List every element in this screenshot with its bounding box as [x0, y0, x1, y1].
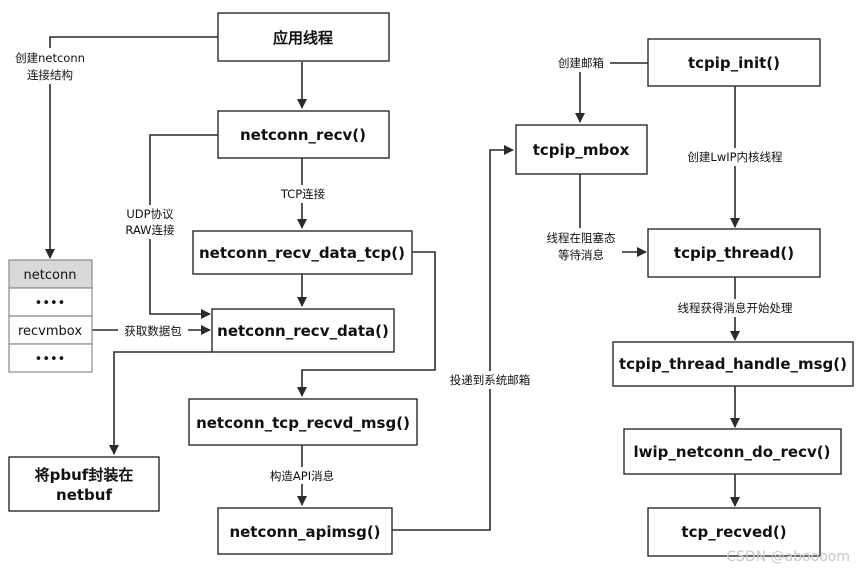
blocked-label-2: 等待消息 — [558, 248, 604, 262]
netconn-recv-text: netconn_recv() — [240, 126, 366, 144]
blocked-label-1: 线程在阻塞态 — [547, 231, 616, 245]
watermark: CSDN @aboooom — [726, 549, 850, 565]
create-mailbox-label-bg — [552, 54, 610, 72]
netconn-recv-box: netconn_recv() — [217, 110, 390, 159]
netconn-struct-header-text: netconn — [24, 268, 77, 283]
create-netconn-label-bg — [8, 48, 92, 84]
netconn-recv-data-box: netconn_recv_data() — [211, 308, 395, 353]
netconn-tcp-recvd-msg-text: netconn_tcp_recvd_msg() — [196, 414, 410, 432]
netconn-recv-data-tcp-text: netconn_recv_data_tcp() — [199, 244, 405, 262]
create-netconn-label-2: 连接结构 — [27, 68, 73, 82]
tcpip-thread-text: tcpip_thread() — [674, 244, 794, 262]
get-packet-label: 获取数据包 — [124, 324, 182, 338]
app-thread-text: 应用线程 — [273, 29, 333, 47]
create-kernel-thread-label-bg — [676, 148, 794, 166]
pbuf-to-netbuf-box: 将pbuf封装在 netbuf — [8, 456, 160, 512]
netconn-recv-data-tcp-box: netconn_recv_data_tcp() — [192, 230, 413, 275]
tcp-connection-label: TCP连接 — [280, 187, 326, 201]
pbuf-to-netbuf-text-2: netbuf — [56, 486, 112, 504]
get-packet-label-bg — [118, 322, 188, 339]
tcpip-thread-box: tcpip_thread() — [647, 228, 821, 278]
tcp-recved-text: tcp_recved() — [681, 523, 786, 541]
netconn-apimsg-text: netconn_apimsg() — [229, 523, 380, 541]
app-thread-box: 应用线程 — [217, 12, 390, 62]
netconn-struct-recvmbox-text: recvmbox — [18, 324, 82, 339]
tcpip-mbox-box: tcpip_mbox — [515, 124, 648, 175]
recv-data-to-netbuf-connector — [109, 351, 212, 455]
netconn-struct-row-3-text: •••• — [35, 352, 66, 367]
netconn-struct: netconn •••• recvmbox •••• — [8, 259, 93, 373]
tcpip-mbox-text: tcpip_mbox — [533, 141, 630, 159]
tcp-connection-label-bg — [272, 185, 334, 203]
tcp-recved-box: tcp_recved() — [647, 507, 821, 557]
deliver-to-mbox-label-bg — [443, 371, 537, 389]
udp-protocol-label: UDP协议 — [126, 207, 174, 221]
raw-connection-label: RAW连接 — [125, 223, 175, 237]
lwip-netconn-do-recv-text: lwip_netconn_do_recv() — [634, 443, 831, 461]
netconn-struct-row-3 — [8, 343, 93, 373]
construct-api-msg-label: 构造API消息 — [270, 469, 334, 483]
tcpip-init-text: tcpip_init() — [688, 54, 780, 72]
udp-raw-label-bg — [118, 205, 184, 239]
netconn-struct-row-2 — [8, 315, 93, 345]
create-kernel-thread-label: 创建LwIP内核线程 — [687, 150, 783, 164]
construct-api-msg-label-bg — [262, 467, 342, 484]
thread-got-msg-label-bg — [666, 299, 804, 317]
blocked-label-bg — [540, 228, 622, 264]
create-netconn-label-1: 创建netconn — [15, 51, 85, 65]
thread-got-msg-label: 线程获得消息开始处理 — [678, 301, 793, 315]
apimsg-to-mbox-connector — [392, 145, 514, 531]
netconn-apimsg-box: netconn_apimsg() — [217, 507, 393, 555]
netconn-tcp-recvd-msg-box: netconn_tcp_recvd_msg() — [188, 398, 418, 446]
create-mailbox-label: 创建邮箱 — [558, 56, 604, 70]
lwip-netconn-do-recv-box: lwip_netconn_do_recv() — [623, 428, 842, 475]
deliver-to-mbox-label: 投递到系统邮箱 — [450, 373, 531, 387]
tcpip-thread-handle-msg-text: tcpip_thread_handle_msg() — [619, 355, 847, 373]
netconn-struct-row-1-text: •••• — [35, 296, 66, 311]
pbuf-to-netbuf-text-1: 将pbuf封装在 — [35, 466, 134, 484]
recv-data-tcp-to-recvd-msg-connector — [297, 251, 436, 397]
create-netconn-connector — [45, 36, 218, 259]
tcpip-thread-handle-msg-box: tcpip_thread_handle_msg() — [612, 341, 854, 387]
netconn-recv-data-text: netconn_recv_data() — [217, 322, 389, 340]
tcpip-init-box: tcpip_init() — [647, 38, 821, 87]
